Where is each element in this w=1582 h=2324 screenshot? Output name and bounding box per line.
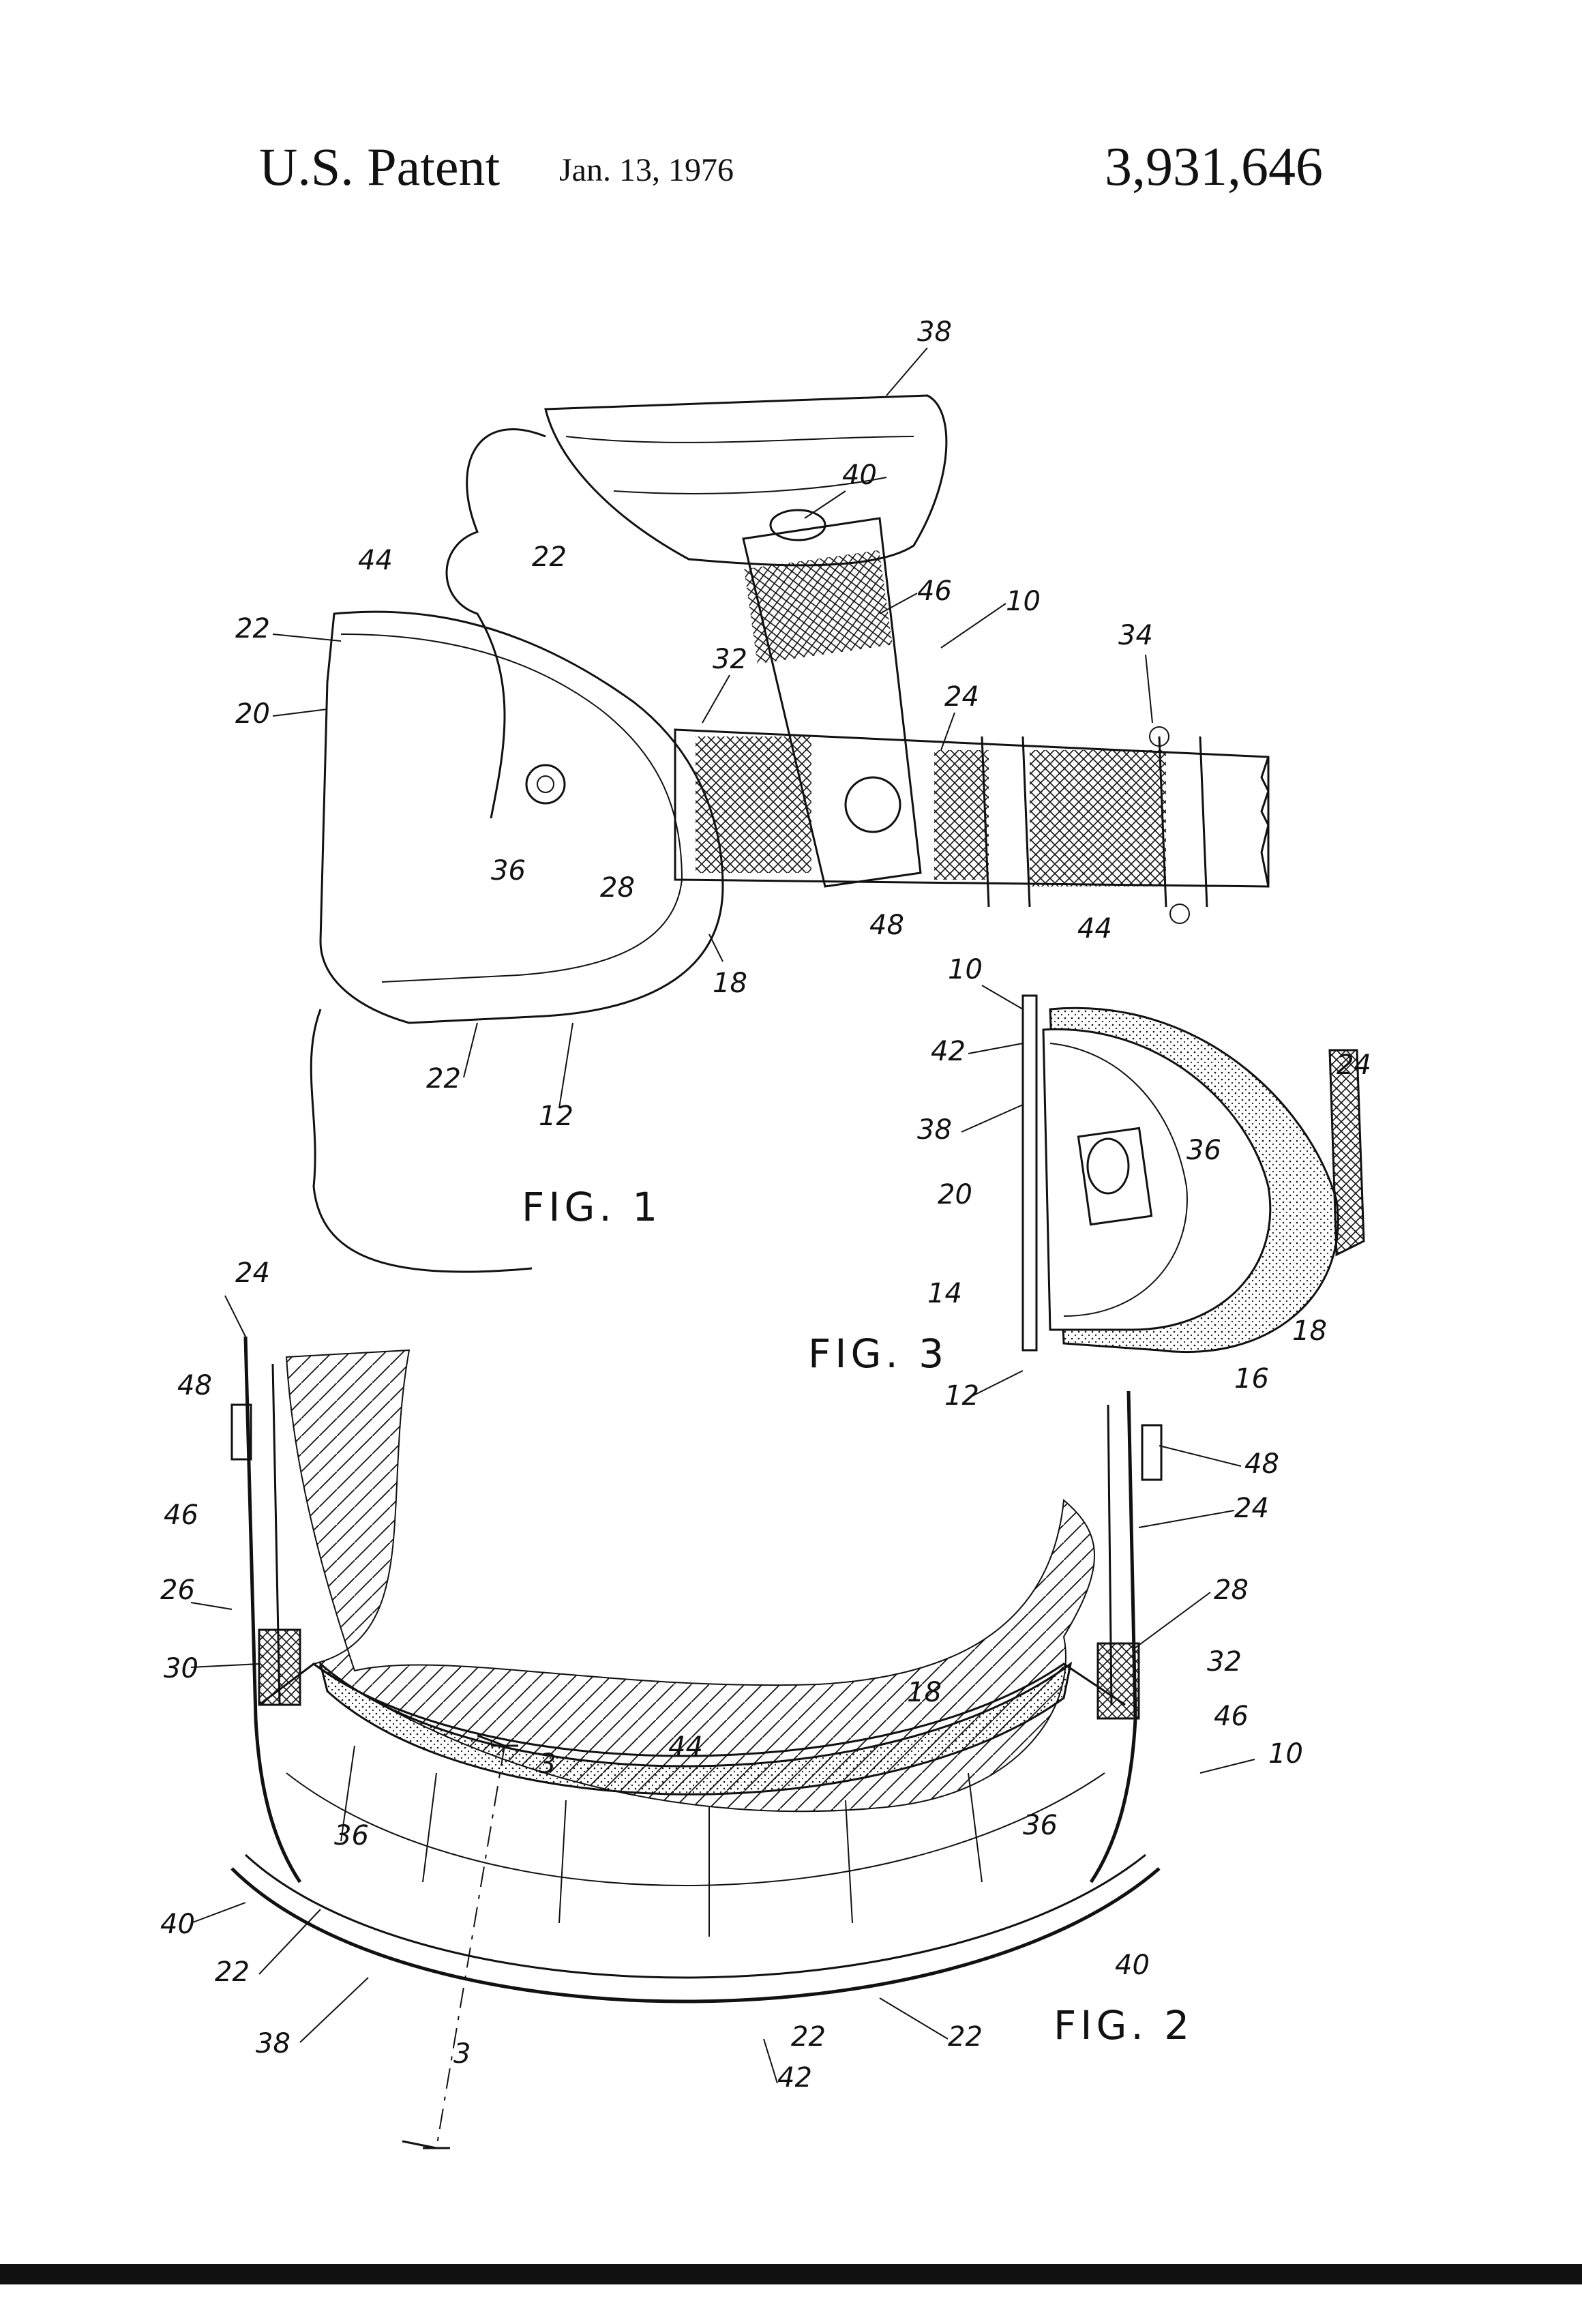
label-40: 40 — [842, 460, 877, 491]
label-30: 30 — [164, 1653, 198, 1684]
label-24-fig2-left: 24 — [235, 1257, 270, 1289]
label-48-fig2-left: 48 — [177, 1370, 212, 1401]
label-40-fig2-left: 40 — [160, 1909, 195, 1940]
vent-button-36 — [525, 764, 566, 805]
figure-3-drawing — [1021, 994, 1365, 1354]
label-24-fig3: 24 — [1337, 1049, 1371, 1081]
face-profile-outline — [310, 1009, 533, 1273]
figure-1-drawing — [310, 394, 1270, 1273]
head-outline — [445, 428, 546, 819]
goggle-body-top — [258, 1663, 1126, 1757]
frame-12-section — [1042, 1028, 1272, 1331]
label-34: 34 — [1118, 620, 1153, 651]
label-46-fig2-right: 46 — [1214, 1701, 1249, 1732]
label-16-fig3: 16 — [1234, 1363, 1269, 1395]
label-48-fig2-right: 48 — [1244, 1448, 1279, 1480]
label-22-fig2-mid: 22 — [791, 2021, 826, 2053]
rivet-48 — [844, 776, 901, 833]
rivet-40 — [769, 509, 826, 541]
label-46: 46 — [917, 576, 952, 607]
label-14-fig3: 14 — [927, 1278, 962, 1309]
label-28: 28 — [600, 872, 635, 904]
label-28-fig2: 28 — [1214, 1575, 1249, 1606]
label-22-fig2-left: 22 — [215, 1956, 250, 1988]
label-18-fig2: 18 — [907, 1677, 942, 1708]
label-32: 32 — [713, 644, 747, 675]
label-36-fig2-right: 36 — [1023, 1810, 1058, 1841]
label-3-bottom: 3 — [453, 2038, 471, 2070]
label-40-fig2-right: 40 — [1115, 1950, 1150, 1981]
rivet-48-left — [230, 1403, 252, 1461]
lens-20 — [340, 634, 683, 983]
strap-24-left — [243, 1336, 302, 1883]
label-36-fig3: 36 — [1186, 1135, 1221, 1166]
patent-title: U.S. Patent — [259, 137, 501, 196]
label-22-b: 22 — [532, 541, 567, 573]
label-48: 48 — [869, 910, 904, 941]
reference-labels: 38 40 46 10 34 44 22 22 32 24 20 36 28 4… — [160, 316, 1371, 2094]
label-24-fig2-right: 24 — [1234, 1493, 1269, 1524]
label-10-fig2: 10 — [1268, 1738, 1303, 1770]
label-20-fig3: 20 — [938, 1179, 972, 1210]
label-38: 38 — [917, 316, 952, 348]
label-10: 10 — [1006, 586, 1041, 617]
foam-18-section — [318, 1660, 1073, 1796]
label-22-a: 22 — [235, 613, 270, 644]
label-12-fig3: 12 — [944, 1380, 979, 1412]
label-44-fig3: 44 — [1077, 913, 1112, 944]
label-18-fig3: 18 — [1292, 1315, 1327, 1347]
strap-24-right — [1089, 1390, 1137, 1883]
clip-30 — [258, 1628, 301, 1706]
leader-lines — [190, 347, 1255, 2084]
fig1-caption: FIG. 1 — [522, 1184, 661, 1230]
goggle-frame-12 — [319, 610, 724, 1024]
patent-number: 3,931,646 — [1105, 137, 1323, 197]
fig3-caption: FIG. 3 — [808, 1330, 948, 1377]
label-26: 26 — [160, 1575, 195, 1606]
clip-32 — [1096, 1642, 1140, 1720]
label-38-fig3: 38 — [917, 1114, 952, 1146]
label-36: 36 — [491, 855, 526, 887]
lens-42 — [230, 1867, 1161, 2003]
vent-36-section — [1077, 1127, 1153, 1226]
label-36-fig2-left: 36 — [334, 1820, 369, 1851]
scan-edge-bar — [0, 2264, 1582, 2284]
strap-24-section — [1328, 1049, 1365, 1257]
label-10-fig3: 10 — [948, 954, 983, 985]
label-3-top: 3 — [539, 1748, 556, 1780]
label-18: 18 — [713, 968, 747, 999]
label-44-fig2: 44 — [668, 1731, 703, 1763]
label-38-fig2: 38 — [256, 2028, 290, 2059]
label-44: 44 — [358, 545, 393, 576]
visor-38-front — [244, 1853, 1146, 1979]
label-46-fig2-left: 46 — [164, 1500, 198, 1531]
label-12: 12 — [539, 1101, 573, 1132]
visor-38-section — [1021, 994, 1038, 1352]
fig2-caption: FIG. 2 — [1054, 2002, 1193, 2049]
patent-date: Jan. 13, 1976 — [559, 152, 734, 188]
label-22-c: 22 — [426, 1063, 461, 1094]
visor-38 — [544, 394, 948, 567]
figure-2-drawing — [230, 1336, 1163, 2149]
label-42-fig3: 42 — [931, 1036, 966, 1067]
rivet-48-right — [1141, 1424, 1163, 1481]
section-line-3-3 — [436, 1745, 505, 2149]
label-32-fig2: 32 — [1207, 1646, 1242, 1678]
label-24: 24 — [944, 681, 979, 713]
label-20: 20 — [235, 698, 270, 730]
label-22-fig2-right: 22 — [948, 2021, 983, 2053]
label-42-fig2: 42 — [777, 2062, 812, 2094]
